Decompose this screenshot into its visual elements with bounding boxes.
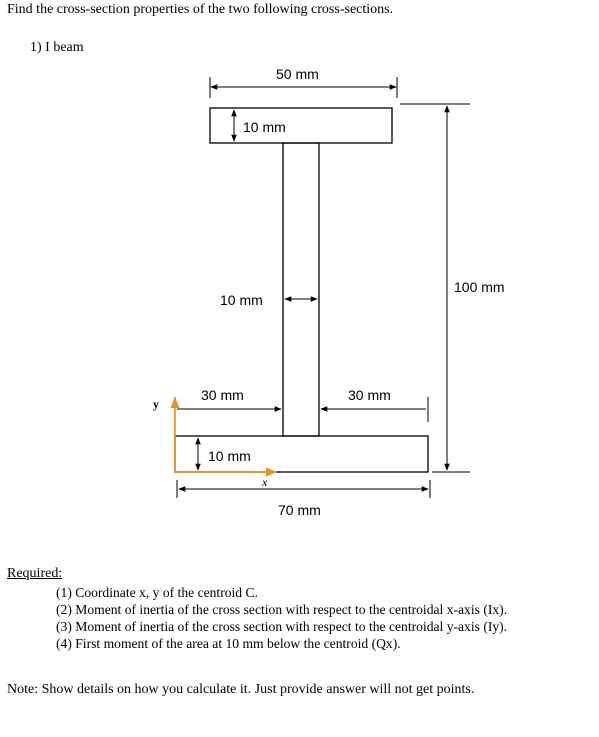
top-flange (209, 107, 393, 144)
top-width-label: 50 mm (276, 66, 319, 82)
top-flange-thickness-label: 10 mm (243, 119, 286, 135)
required-item-3: (3) Moment of inertia of the cross secti… (56, 619, 508, 634)
left-overhang-label: 30 mm (201, 387, 244, 403)
i-beam-figure: 50 mm 10 mm 100 mm 10 mm 30 mm 30 mm 10 … (153, 66, 505, 518)
web-width-label: 10 mm (220, 292, 263, 308)
required-heading: Required: (7, 566, 63, 581)
height-label: 100 mm (454, 279, 505, 295)
required-list: (1) Coordinate x, y of the centroid C. (… (56, 584, 507, 652)
y-axis-label: y (153, 397, 159, 411)
web (282, 142, 320, 437)
bottom-flange-thickness-label: 10 mm (208, 448, 251, 464)
note: Note: Show details on how you calculate … (7, 682, 475, 697)
problem-title: Find the cross-section properties of the… (7, 2, 394, 17)
required-item-2: (2) Moment of inertia of the cross secti… (56, 602, 508, 617)
right-overhang-label: 30 mm (348, 387, 391, 403)
required-item-1: (1) Coordinate x, y of the centroid C. (56, 585, 258, 600)
bottom-width-label: 70 mm (278, 502, 321, 518)
part-label: 1) I beam (30, 40, 84, 55)
x-axis-label: x (261, 475, 268, 489)
required-item-4: (4) First moment of the area at 10 mm be… (56, 636, 401, 651)
